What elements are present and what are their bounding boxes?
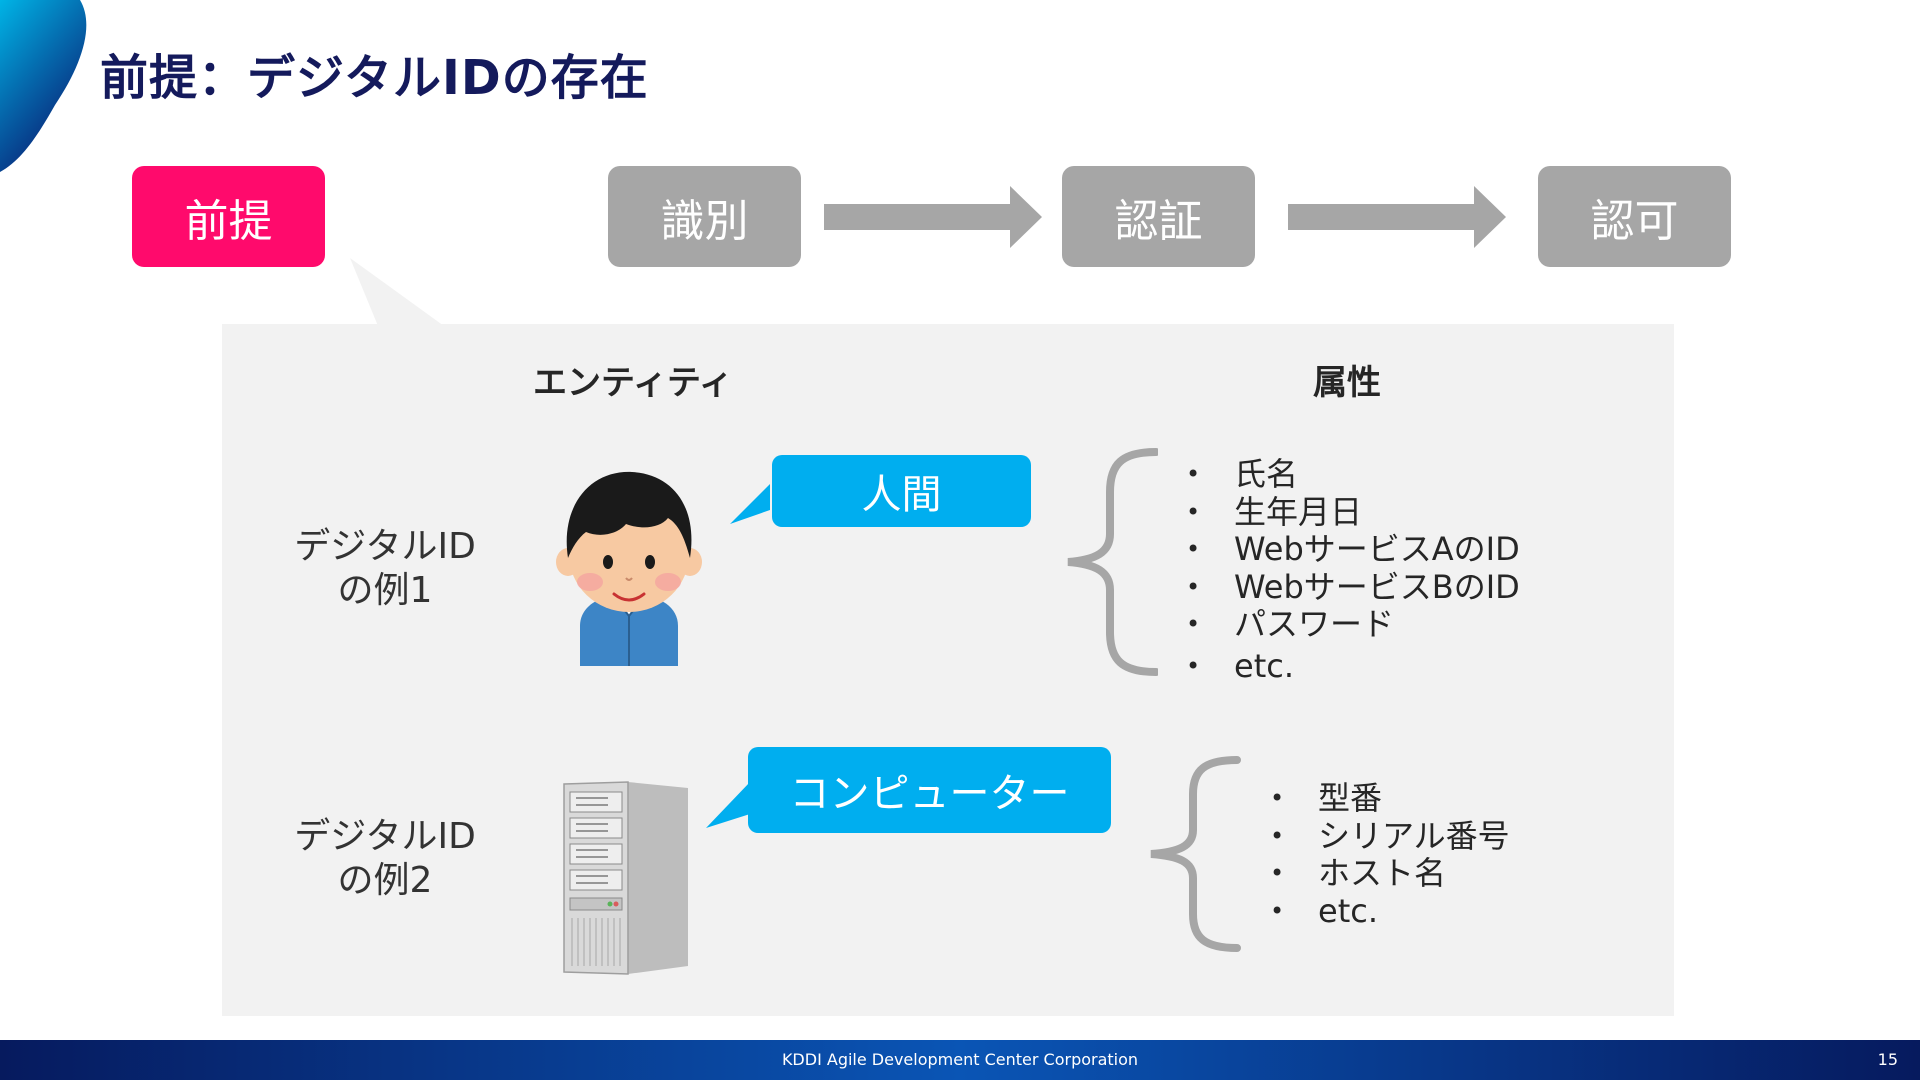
list-item: etc. [1186, 647, 1520, 686]
arrow-right-icon [1288, 186, 1506, 248]
list-item: パスワード [1186, 605, 1520, 644]
list-item: ホスト名 [1270, 854, 1510, 893]
list-item: WebサービスAのID [1186, 530, 1520, 569]
column-header-attributes: 属性 [1313, 363, 1381, 403]
slide-title: 前提：デジタルIDの存在 [100, 50, 649, 106]
curly-brace-icon [1067, 448, 1158, 676]
curly-brace-icon [1150, 756, 1241, 952]
entity-bubble-human: 人間 [772, 455, 1031, 527]
column-header-entity: エンティティ [533, 363, 733, 403]
list-item: 型番 [1270, 779, 1510, 818]
callout-pointer [350, 258, 444, 326]
step-identification: 識別 [608, 166, 801, 267]
step-authentication: 認証 [1062, 166, 1255, 267]
attribute-list-2: 型番 シリアル番号 ホスト名 etc. [1270, 779, 1510, 931]
list-item: WebサービスBのID [1186, 568, 1520, 607]
example-2-label: デジタルID の例2 [294, 816, 476, 901]
arrow-right-icon [824, 186, 1042, 248]
server-icon [563, 781, 688, 975]
person-icon [556, 471, 702, 666]
callout-tail [730, 484, 770, 524]
callout-tail [706, 782, 750, 828]
list-item: etc. [1270, 892, 1510, 931]
list-item: 氏名 [1186, 455, 1520, 494]
page-number: 15 [1877, 1050, 1898, 1069]
list-item: シリアル番号 [1270, 817, 1510, 856]
corner-decoration [0, 0, 87, 172]
entity-bubble-computer: コンピューター [748, 747, 1111, 833]
footer-company: KDDI Agile Development Center Corporatio… [781, 1050, 1139, 1069]
step-authorization: 認可 [1538, 166, 1731, 267]
list-item: 生年月日 [1186, 493, 1520, 532]
example-1-label: デジタルID の例1 [294, 526, 476, 611]
attribute-list-1: 氏名 生年月日 WebサービスAのID WebサービスBのID パスワード et… [1186, 455, 1520, 686]
step-premise: 前提 [132, 166, 325, 267]
footer-bar [0, 1040, 1920, 1080]
